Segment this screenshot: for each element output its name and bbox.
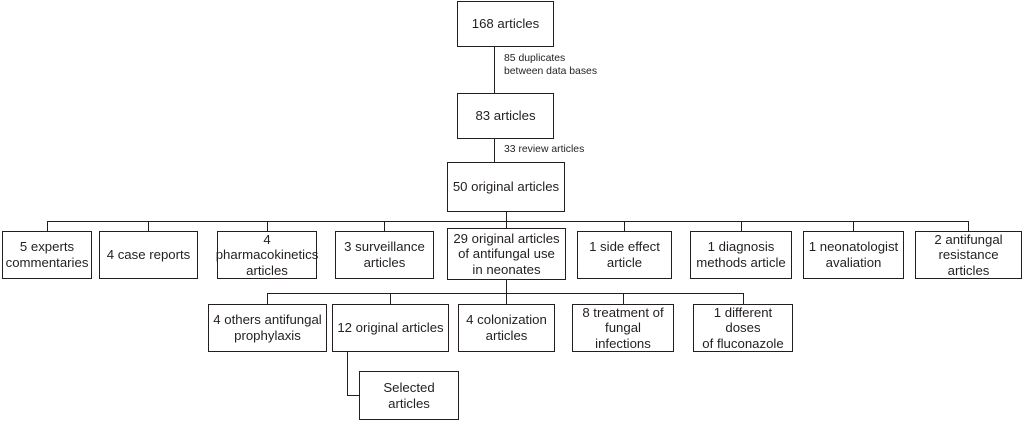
connector-drop-surveillance	[384, 221, 386, 231]
node-antifungal-use-neonates: 29 original articles of antifungal use i…	[447, 228, 566, 280]
node-others-antifungal-prophylaxis: 4 others antifungal prophylaxis	[208, 304, 327, 352]
node-colonization-articles: 4 colonization articles	[458, 304, 555, 352]
connector-selected-horizontal	[347, 395, 360, 397]
connector-drop-diagnosis	[741, 221, 743, 231]
connector-drop-neonatologist	[853, 221, 855, 231]
connector-drop-colonization	[506, 293, 508, 304]
connector-total-to-deduplicated	[494, 47, 496, 93]
connector-drop-12-original	[390, 293, 392, 304]
connector-original-stub	[506, 212, 508, 222]
node-antifungal-resistance-articles: 2 antifungal resistance articles	[915, 231, 1022, 279]
node-selected-articles: Selected articles	[359, 371, 459, 420]
edge-label-review-articles: 33 review articles	[504, 144, 585, 155]
node-pharmacokinetics-articles: 4 pharmacokinetics articles	[215, 231, 319, 279]
connector-drop-29-original	[506, 221, 508, 231]
edge-label-duplicates: 85 duplicates between data bases	[504, 53, 598, 77]
connector-drop-experts	[47, 221, 49, 231]
connector-selected-vertical	[347, 352, 349, 396]
connector-sub-bus	[267, 293, 743, 295]
connector-drop-pharmacokinetics	[267, 221, 269, 231]
connector-category-bus	[47, 221, 969, 223]
node-treatment-fungal-infections: 8 treatment of fungal infections	[572, 304, 674, 352]
node-case-reports: 4 case reports	[99, 231, 198, 279]
node-neonatologist-avaliation: 1 neonatologist avaliation	[803, 231, 904, 279]
connector-deduplicated-to-original	[494, 139, 496, 162]
connector-29-stub	[506, 280, 508, 294]
node-deduplicated-articles: 83 articles	[457, 93, 554, 139]
node-side-effect-article: 1 side effect article	[577, 231, 672, 279]
connector-drop-case-reports	[148, 221, 150, 231]
node-original-articles: 50 original articles	[447, 162, 565, 212]
connector-drop-resistance	[968, 221, 970, 231]
node-experts-commentaries: 5 experts commentaries	[2, 231, 92, 279]
connector-drop-doses	[743, 293, 745, 304]
connector-drop-side-effect	[624, 221, 626, 231]
connector-drop-prophylaxis	[267, 293, 269, 304]
node-different-doses-fluconazole: 1 different doses of fluconazole	[693, 304, 793, 352]
node-total-articles: 168 articles	[457, 1, 554, 47]
connector-drop-treatment	[623, 293, 625, 304]
node-diagnosis-methods-article: 1 diagnosis methods article	[690, 231, 792, 279]
node-surveillance-articles: 3 surveillance articles	[335, 231, 434, 279]
node-12-original-articles: 12 original articles	[332, 304, 449, 352]
